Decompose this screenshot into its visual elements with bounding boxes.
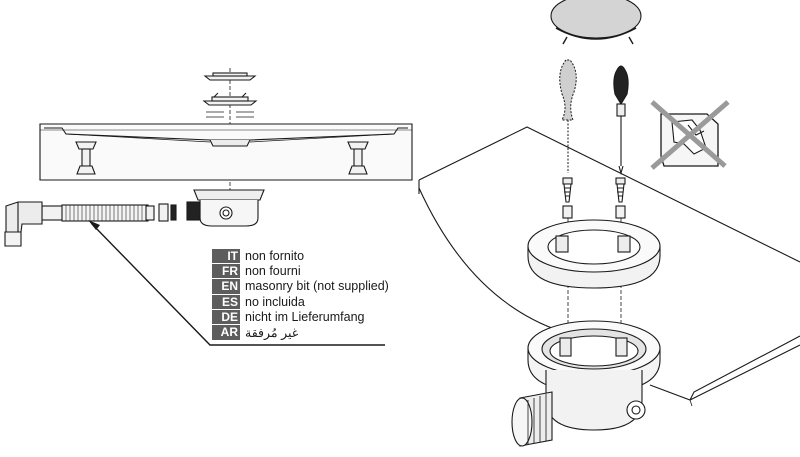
shower-tray	[39, 123, 413, 181]
masonry-bit-icon	[613, 65, 629, 176]
round-cover	[550, 0, 642, 45]
floor-slab	[418, 126, 800, 401]
drain-body	[186, 189, 265, 227]
screw	[562, 177, 573, 203]
threaded-outlet	[511, 391, 553, 447]
flexible-hose	[41, 204, 155, 222]
language-code: DE	[212, 310, 240, 325]
legend-row-it: IT non fornito	[212, 248, 402, 263]
flange-ring	[527, 219, 661, 289]
legend-row-es: ES no incluida	[212, 294, 402, 310]
elbow-fitting	[4, 201, 43, 247]
language-legend: IT non fornito FR non fourni EN masonry …	[212, 248, 402, 340]
wall-plug	[562, 205, 626, 219]
leader-line	[91, 223, 385, 346]
language-text: non fourni	[245, 264, 301, 279]
drain-cover-parts	[202, 72, 258, 118]
legend-row-ar: AR غير مُرفقة	[212, 325, 402, 340]
sealing-ring	[158, 203, 169, 222]
no-drill-icon	[650, 100, 730, 170]
floor-drain-body	[527, 320, 661, 431]
language-text: غير مُرفقة	[245, 325, 299, 340]
language-text: nicht im Lieferumfang	[245, 310, 365, 325]
screw	[615, 177, 626, 203]
washer	[170, 204, 177, 221]
adjustable-foot	[347, 141, 369, 175]
adjustable-foot	[75, 141, 97, 175]
legend-row-fr: FR non fourni	[212, 263, 402, 279]
legend-row-en: EN masonry bit (not supplied)	[212, 279, 402, 294]
legend-row-de: DE nicht im Lieferumfang	[212, 310, 402, 325]
language-text: no incluida	[245, 294, 305, 309]
language-code: FR	[212, 263, 240, 279]
language-code: EN	[212, 279, 240, 294]
floor-installation-view	[418, 0, 800, 447]
language-code: AR	[212, 325, 240, 340]
screwdriver-icon	[559, 59, 577, 173]
shower-tray-exploded-view	[4, 68, 413, 346]
language-text: non fornito	[245, 248, 305, 263]
language-code: IT	[212, 248, 240, 263]
language-text: masonry bit (not supplied)	[245, 279, 389, 294]
language-code: ES	[212, 294, 240, 310]
